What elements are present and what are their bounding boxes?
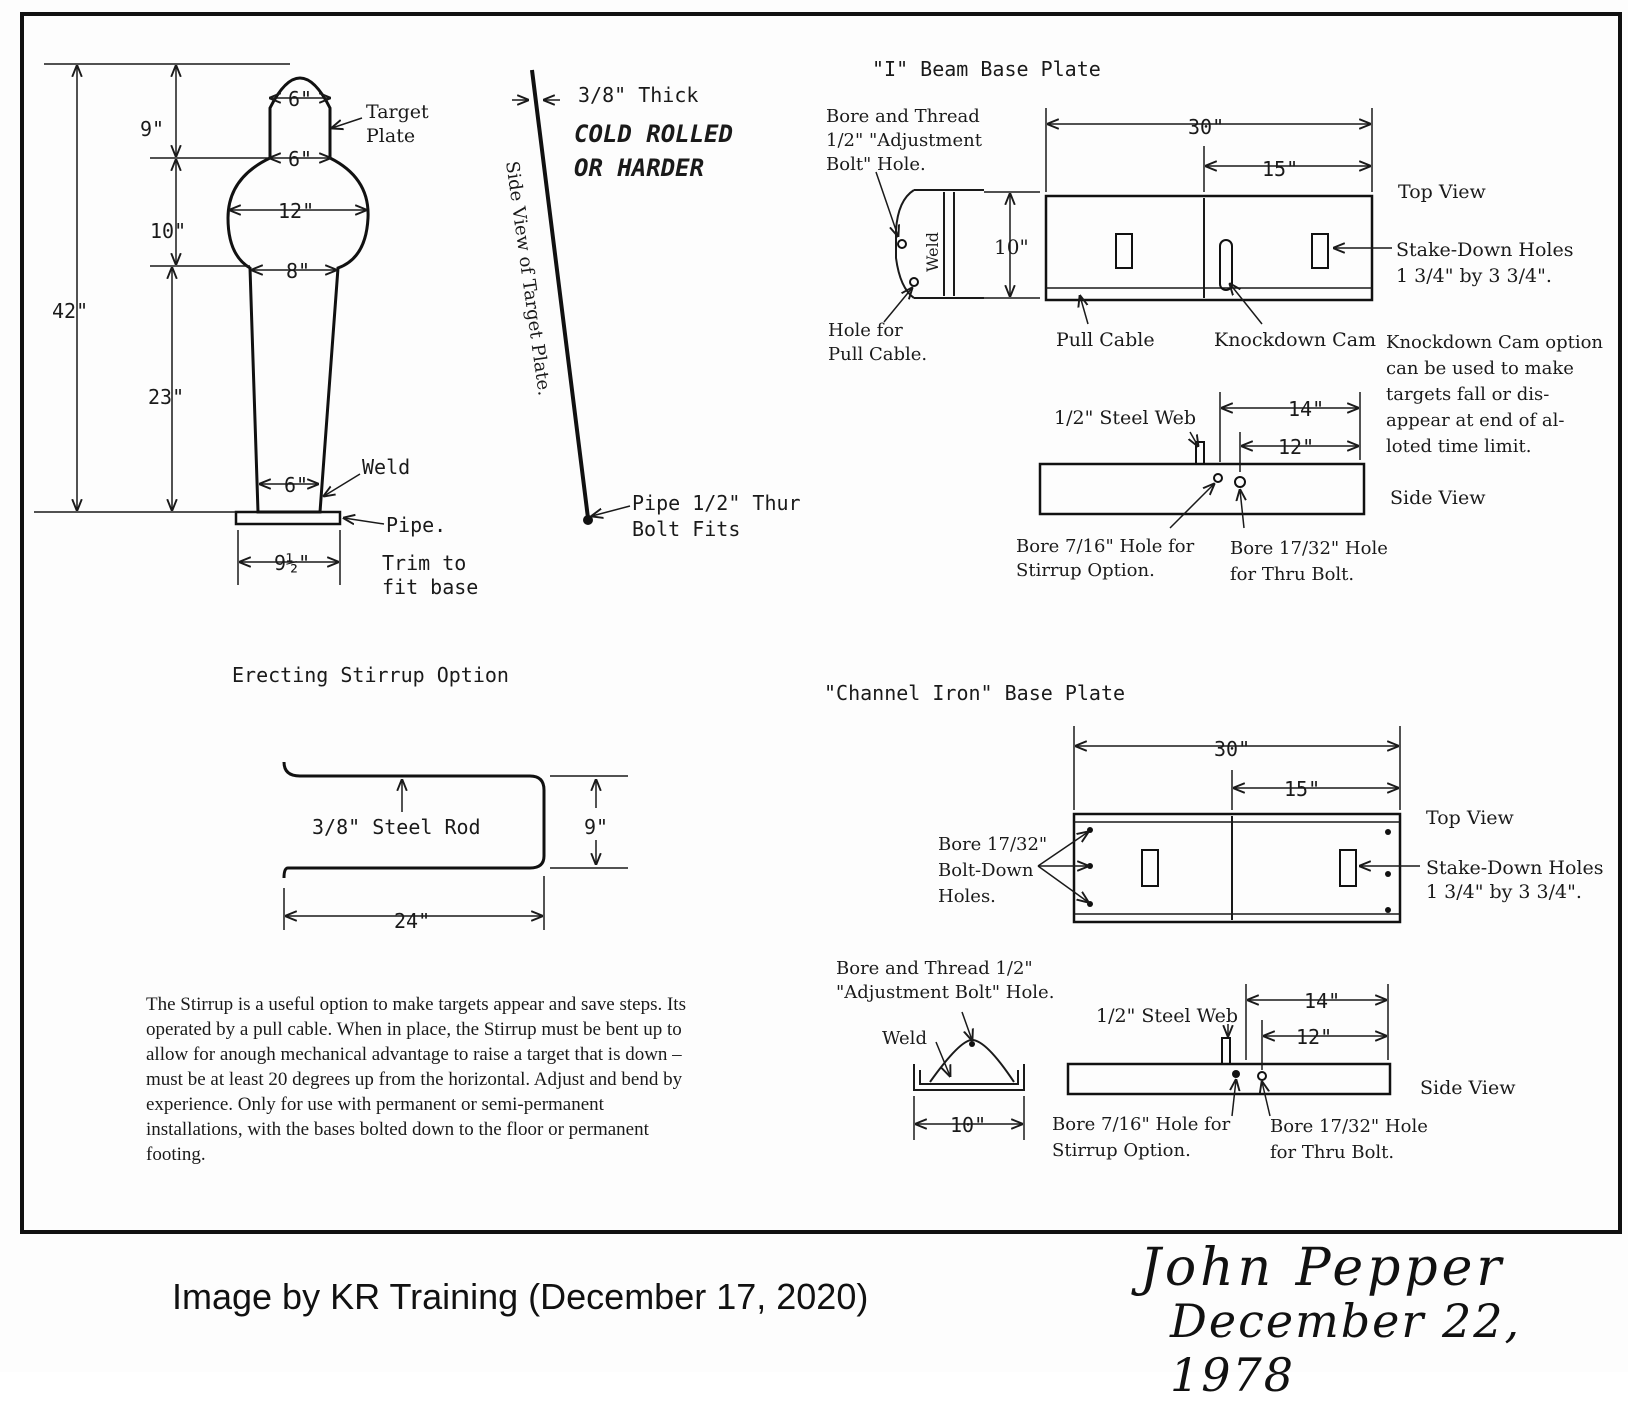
ibeam-bore-2: 1/2" "Adjustment xyxy=(826,130,983,151)
channel-bore-716-2: Stirrup Option. xyxy=(1052,1140,1191,1161)
stirrup-diagram: Erecting Stirrup Option 3/8" Steel Rod 9… xyxy=(232,663,628,933)
stirrup-description: The Stirrup is a useful option to make t… xyxy=(146,994,686,1165)
channel-adj-2: "Adjustment Bolt" Hole. xyxy=(836,982,1054,1003)
ibeam-note-4: appear at end of al- xyxy=(1386,410,1564,431)
stirrup-height-label: 9" xyxy=(584,815,608,839)
ibeam-note-2: can be used to make xyxy=(1386,358,1574,379)
channel-top-view-label: Top View xyxy=(1426,807,1515,829)
channel-side-view xyxy=(1066,1062,1392,1096)
channel-stake-2: 1 3/4" by 3 3/4". xyxy=(1426,881,1582,903)
ibeam-width-label: 30" xyxy=(1188,115,1224,139)
channel-side-14: 14" xyxy=(1304,989,1340,1013)
ibeam-note-3: targets fall or dis- xyxy=(1386,384,1549,405)
ibeam-hole-2: Pull Cable. xyxy=(828,344,927,365)
handwritten-signature: John Pepper December 22, 1978 xyxy=(1130,1238,1600,1402)
channel-bolt-3: Holes. xyxy=(938,886,996,907)
ibeam-half-label: 15" xyxy=(1262,157,1298,181)
ibeam-note-5: loted time limit. xyxy=(1386,436,1531,457)
ibeam-side-view-label: Side View xyxy=(1390,487,1486,509)
channel-half-label: 15" xyxy=(1284,777,1320,801)
channel-bore-1732-2: for Thru Bolt. xyxy=(1270,1142,1394,1163)
ibeam-bore-716-1: Bore 7/16" Hole for xyxy=(1016,536,1195,557)
signature-name: John Pepper xyxy=(1140,1238,1506,1298)
channel-bolt-2: Bolt-Down xyxy=(938,860,1034,881)
ibeam-bore-1732-2: for Thru Bolt. xyxy=(1230,564,1354,585)
target-figure: 42" 9" 10" 23" 6" 6" 12" 8" 6" 9½" Targe… xyxy=(34,63,478,599)
channel-stake-1: Stake-Down Holes xyxy=(1426,857,1603,879)
trim-label-2: fit base xyxy=(382,575,478,599)
ibeam-weld-label: Weld xyxy=(923,232,942,272)
ibeam-bore-1732-1: Bore 17/32" Hole xyxy=(1230,538,1388,559)
ibeam-note-1: Knockdown Cam option xyxy=(1386,332,1603,353)
sheet-border xyxy=(20,12,1622,1234)
ibeam-height-label: 10" xyxy=(994,235,1029,259)
target-plate-label-2: Plate xyxy=(366,125,415,147)
width-neck-label: 6" xyxy=(288,147,312,171)
signature-date: December 22, 1978 xyxy=(1170,1294,1522,1402)
channel-section-10: 10" xyxy=(950,1113,986,1137)
stirrup-width-label: 24" xyxy=(394,909,430,933)
channel-top-view xyxy=(1072,812,1402,924)
ibeam-stake-1: Stake-Down Holes xyxy=(1396,239,1573,261)
ibeam-side-view xyxy=(1038,462,1366,516)
width-bottom-label: 6" xyxy=(284,473,308,497)
ibeam-bore-3: Bolt" Hole. xyxy=(826,154,926,175)
pipe-base xyxy=(234,510,342,526)
drawing-page: 42" 9" 10" 23" 6" 6" 12" 8" 6" 9½" Targe… xyxy=(20,12,1622,1402)
ibeam-side-14: 14" xyxy=(1288,397,1324,421)
target-plate-outline xyxy=(226,76,370,514)
channel-base-plate: "Channel Iron" Base Plate 30" 15" Top Vi… xyxy=(824,681,1603,1163)
dim-head-label: 9" xyxy=(140,117,164,141)
image-credit: Image by KR Training (December 17, 2020) xyxy=(172,1276,869,1317)
ibeam-bore-1: Bore and Thread xyxy=(826,106,980,127)
dim-body-label: 23" xyxy=(148,385,184,409)
material-label-2: OR HARDER xyxy=(574,154,704,182)
width-waist-label: 8" xyxy=(286,259,310,283)
channel-bore-1732-1: Bore 17/32" Hole xyxy=(1270,1116,1428,1137)
channel-section xyxy=(913,1038,1025,1091)
ibeam-section xyxy=(895,189,984,299)
width-base-label: 9½" xyxy=(274,551,310,575)
pipe-fit-label-2: Bolt Fits xyxy=(632,517,740,541)
material-label-1: COLD ROLLED xyxy=(574,120,733,148)
pipe-label: Pipe. xyxy=(386,513,446,537)
ibeam-bore-716-2: Stirrup Option. xyxy=(1016,560,1155,581)
weld-label: Weld xyxy=(362,455,410,479)
width-chest-label: 12" xyxy=(278,199,314,223)
dim-total-label: 42" xyxy=(52,299,88,323)
ibeam-title: "I" Beam Base Plate xyxy=(872,57,1101,81)
pipe-fit-label-1: Pipe 1/2" Thur xyxy=(632,491,801,515)
ibeam-steel-web-label: 1/2" Steel Web xyxy=(1054,407,1196,429)
channel-steel-web-label: 1/2" Steel Web xyxy=(1096,1005,1238,1027)
channel-weld-label: Weld xyxy=(882,1028,927,1049)
technical-drawing: 42" 9" 10" 23" 6" 6" 12" 8" 6" 9½" Targe… xyxy=(20,12,1622,1234)
ibeam-top-view xyxy=(1044,194,1374,302)
ibeam-top-view-label: Top View xyxy=(1398,181,1487,203)
channel-side-12: 12" xyxy=(1296,1025,1332,1049)
channel-width-label: 30" xyxy=(1214,737,1250,761)
channel-title: "Channel Iron" Base Plate xyxy=(824,681,1125,705)
ibeam-hole-1: Hole for xyxy=(828,320,903,341)
thickness-label: 3/8" Thick xyxy=(578,83,698,107)
dim-chest-label: 10" xyxy=(150,219,186,243)
side-plate-line xyxy=(530,69,590,519)
channel-side-view-label: Side View xyxy=(1420,1077,1516,1099)
target-plate-label-1: Target xyxy=(366,101,429,123)
ibeam-pull-cable-label: Pull Cable xyxy=(1056,329,1155,351)
stirrup-rod xyxy=(282,761,546,879)
channel-adj-1: Bore and Thread 1/2" xyxy=(836,958,1033,979)
stirrup-title: Erecting Stirrup Option xyxy=(232,663,509,687)
ibeam-base-plate: "I" Beam Base Plate Weld Bore and Thread… xyxy=(826,57,1603,585)
ibeam-knockdown-label: Knockdown Cam xyxy=(1214,329,1376,351)
channel-bore-716-1: Bore 7/16" Hole for xyxy=(1052,1114,1231,1135)
target-side-view: 3/8" Thick COLD ROLLED OR HARDER Side Vi… xyxy=(501,69,801,541)
trim-label-1: Trim to xyxy=(382,551,466,575)
channel-bolt-1: Bore 17/32" xyxy=(938,834,1047,855)
ibeam-side-12: 12" xyxy=(1278,435,1314,459)
rod-label: 3/8" Steel Rod xyxy=(312,815,481,839)
ibeam-stake-2: 1 3/4" by 3 3/4". xyxy=(1396,265,1552,287)
width-head-top-label: 6" xyxy=(288,87,312,111)
